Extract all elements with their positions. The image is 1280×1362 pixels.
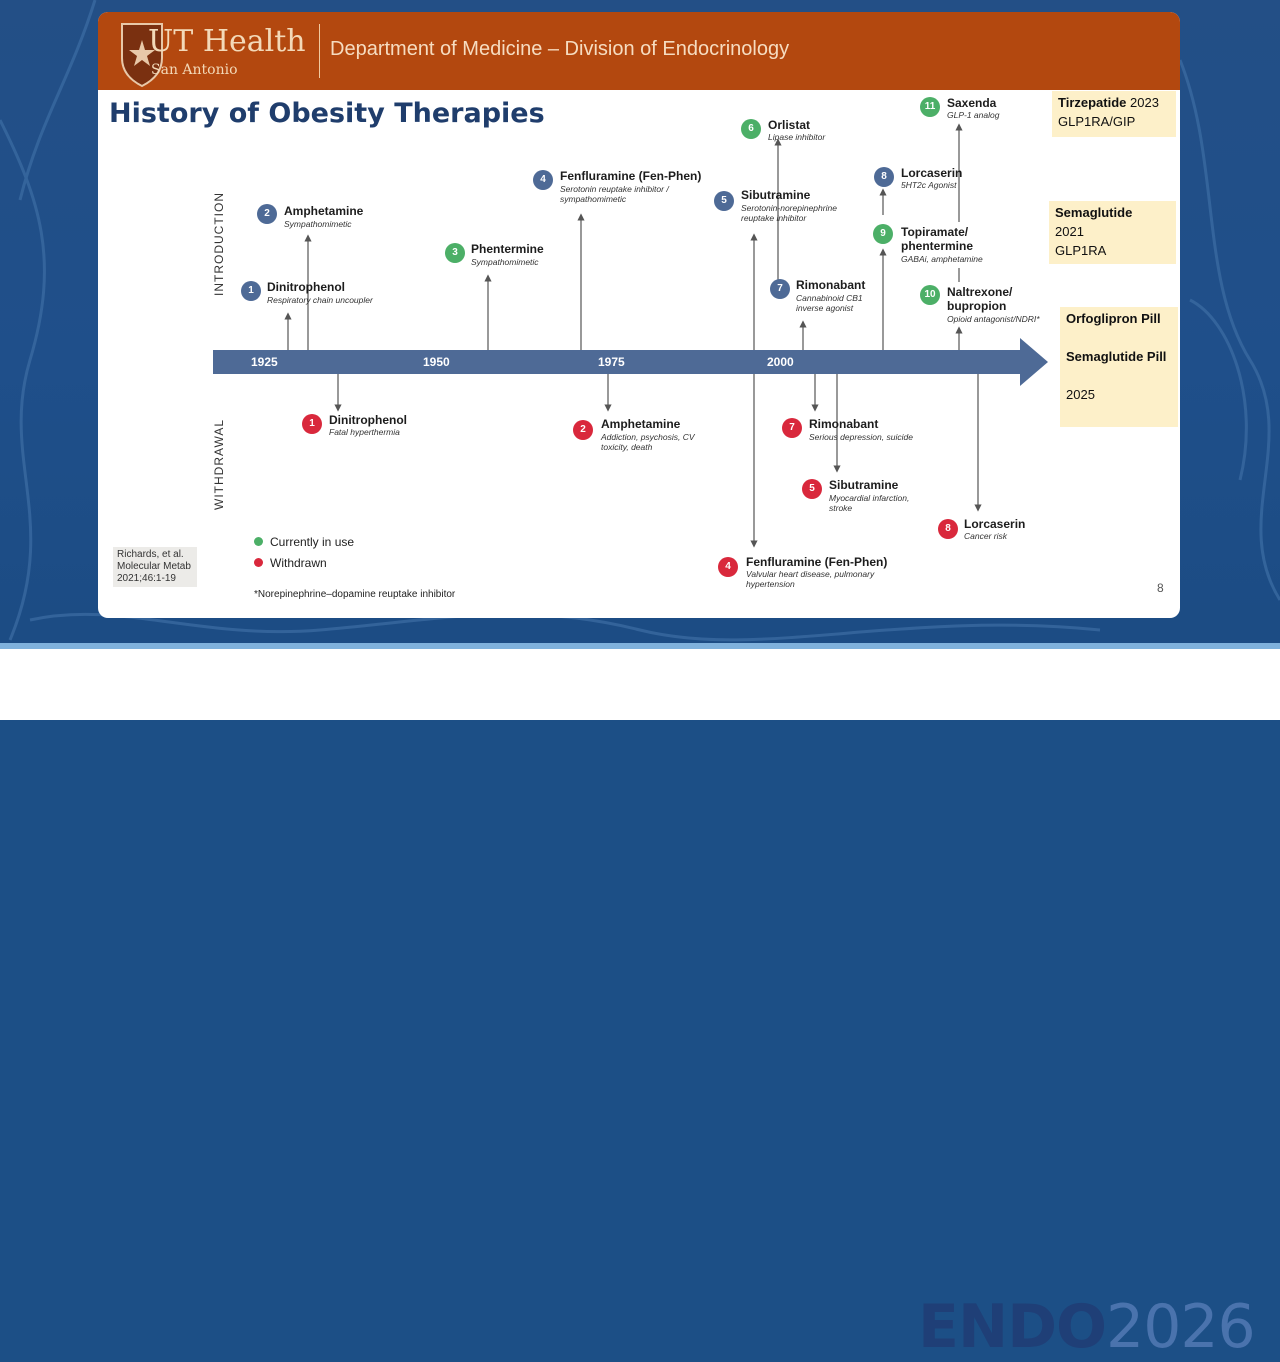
department-title: Department of Medicine – Division of End… bbox=[330, 38, 790, 60]
withdrawal-badge-1: 1 bbox=[302, 414, 322, 434]
intro-badge-11: 11 bbox=[920, 97, 940, 117]
tirzepatide-class: GLP1RA/GIP bbox=[1058, 114, 1136, 129]
pill-year: 2025 bbox=[1066, 387, 1095, 402]
withdrawal-badge-2: 2 bbox=[573, 420, 593, 440]
intro-topiramate-name: Topiramate/ phentermine bbox=[901, 225, 974, 253]
logo-title: UT Health bbox=[148, 24, 306, 59]
tirzepatide-note: Tirzepatide 2023 GLP1RA/GIP bbox=[1052, 91, 1176, 137]
slide-title: History of Obesity Therapies bbox=[109, 98, 545, 129]
endo-brand-text: ENDO bbox=[918, 1292, 1107, 1362]
legend-withdrawn-dot bbox=[254, 558, 263, 567]
tirzepatide-year: 2023 bbox=[1130, 95, 1159, 110]
intro-badge-5: 5 bbox=[714, 191, 734, 211]
semaglutide-class: GLP1RA bbox=[1055, 243, 1107, 258]
withdrawal-dinitrophenol-name: Dinitrophenol bbox=[329, 413, 407, 427]
timeline-arrow bbox=[213, 338, 1048, 386]
year-tick-1950: 1950 bbox=[423, 355, 450, 369]
year-tick-1925: 1925 bbox=[251, 355, 278, 369]
intro-fenfluramine-name: Fenfluramine (Fen-Phen) bbox=[560, 169, 702, 183]
intro-fenfluramine-desc: Serotonin reuptake inhibitor / sympathom… bbox=[560, 184, 669, 204]
neuron-background-art bbox=[0, 0, 1280, 642]
year-tick-2000: 2000 bbox=[767, 355, 794, 369]
intro-badge-9: 9 bbox=[873, 224, 893, 244]
citation: Richards, et al. Molecular Metab 2021;46… bbox=[113, 547, 197, 587]
header-divider bbox=[319, 24, 320, 78]
withdrawal-badge-7: 7 bbox=[782, 418, 802, 438]
withdrawal-axis-label: WITHDRAWAL bbox=[212, 418, 226, 510]
semaglutide-pill: Semaglutide Pill bbox=[1066, 349, 1167, 364]
withdrawal-rimonabant-name: Rimonabant bbox=[809, 417, 879, 431]
logo-subtitle: San Antonio bbox=[151, 62, 238, 78]
intro-dinitrophenol-name: Dinitrophenol bbox=[267, 280, 345, 294]
intro-naltrexone-name: Naltrexone/ bupropion bbox=[947, 285, 1013, 313]
intro-badge-7: 7 bbox=[770, 279, 790, 299]
intro-lorcaserin-name: Lorcaserin bbox=[901, 166, 963, 180]
timeline-graphic bbox=[213, 123, 1048, 548]
intro-dinitrophenol-desc: Respiratory chain uncoupler bbox=[267, 295, 373, 305]
withdrawal-badge-8: 8 bbox=[938, 519, 958, 539]
tirzepatide-name: Tirzepatide bbox=[1058, 95, 1127, 110]
intro-naltrexone-desc: Opioid antagonist/NDRI* bbox=[947, 314, 1040, 324]
footnote: *Norepinephrine–dopamine reuptake inhibi… bbox=[254, 589, 456, 600]
withdrawal-badge-4: 4 bbox=[718, 557, 738, 577]
legend-in-use-label: Currently in use bbox=[270, 535, 355, 549]
intro-sibutramine-name: Sibutramine bbox=[741, 188, 811, 202]
intro-badge-2: 2 bbox=[257, 204, 277, 224]
intro-topiramate-desc: GABAi, amphetamine bbox=[901, 254, 983, 264]
intro-badge-6: 6 bbox=[741, 119, 761, 139]
pills-note: Orfoglipron Pill Semaglutide Pill 2025 bbox=[1060, 307, 1178, 427]
intro-amphetamine-name: Amphetamine bbox=[284, 204, 364, 218]
withdrawal-badge-5: 5 bbox=[802, 479, 822, 499]
intro-rimonabant-desc: Cannabinoid CB1 inverse agonist bbox=[796, 293, 863, 313]
conference-footer: ENDO 2026 bbox=[0, 643, 1280, 1362]
header-banner: UT Health San Antonio Department of Medi… bbox=[98, 12, 1180, 90]
withdrawal-sibutramine-desc: Myocardial infarction, stroke bbox=[829, 493, 910, 513]
intro-phentermine-name: Phentermine bbox=[471, 242, 544, 256]
intro-badge-3: 3 bbox=[445, 243, 465, 263]
intro-rimonabant-name: Rimonabant bbox=[796, 278, 866, 292]
withdrawal-lorcaserin-desc: Cancer risk bbox=[964, 531, 1007, 541]
introduction-axis-label: INTRODUCTION bbox=[212, 192, 226, 296]
semaglutide-name: Semaglutide bbox=[1055, 205, 1133, 220]
endo-2026-logo: ENDO 2026 bbox=[918, 1292, 1256, 1362]
legend-in-use-dot bbox=[254, 537, 263, 546]
intro-badge-1: 1 bbox=[241, 281, 261, 301]
orfoglipron-pill: Orfoglipron Pill bbox=[1066, 311, 1161, 326]
year-tick-1975: 1975 bbox=[598, 355, 625, 369]
intro-lorcaserin-desc: 5HT2c Agonist bbox=[901, 180, 957, 190]
intro-badge-8: 8 bbox=[874, 167, 894, 187]
intro-saxenda-desc: GLP-1 analog bbox=[947, 110, 1000, 120]
intro-orlistat-name: Orlistat bbox=[768, 118, 811, 132]
withdrawal-fenfluramine-name: Fenfluramine (Fen-Phen) bbox=[746, 555, 888, 569]
legend-withdrawn-label: Withdrawn bbox=[270, 556, 327, 570]
intro-amphetamine-desc: Sympathomimetic bbox=[284, 219, 352, 229]
intro-orlistat-desc: Lipase inhibitor bbox=[768, 132, 826, 142]
page-number: 8 bbox=[1157, 581, 1164, 595]
withdrawal-amphetamine-name: Amphetamine bbox=[601, 417, 681, 431]
intro-phentermine-desc: Sympathomimetic bbox=[471, 257, 539, 267]
withdrawal-sibutramine-name: Sibutramine bbox=[829, 478, 899, 492]
intro-badge-10: 10 bbox=[920, 285, 940, 305]
withdrawal-lorcaserin-name: Lorcaserin bbox=[964, 517, 1026, 531]
withdrawal-dinitrophenol-desc: Fatal hyperthermia bbox=[329, 427, 400, 437]
semaglutide-note: Semaglutide 2021 GLP1RA bbox=[1049, 201, 1176, 264]
intro-saxenda-name: Saxenda bbox=[947, 96, 997, 110]
endo-year-text: 2026 bbox=[1106, 1292, 1256, 1362]
withdrawal-rimonabant-desc: Serious depression, suicide bbox=[809, 432, 913, 442]
semaglutide-year: 2021 bbox=[1055, 224, 1084, 239]
intro-sibutramine-desc: Serotonin-norepinephrine reuptake inhibi… bbox=[741, 203, 837, 223]
withdrawal-fenfluramine-desc: Valvular heart disease, pulmonary hypert… bbox=[746, 569, 875, 589]
withdrawal-amphetamine-desc: Addiction, psychosis, CV toxicity, death bbox=[601, 432, 695, 452]
slide: UT Health San Antonio Department of Medi… bbox=[98, 12, 1180, 618]
footer-stripe bbox=[0, 643, 1280, 649]
intro-badge-4: 4 bbox=[533, 170, 553, 190]
ut-health-logo bbox=[121, 23, 163, 88]
